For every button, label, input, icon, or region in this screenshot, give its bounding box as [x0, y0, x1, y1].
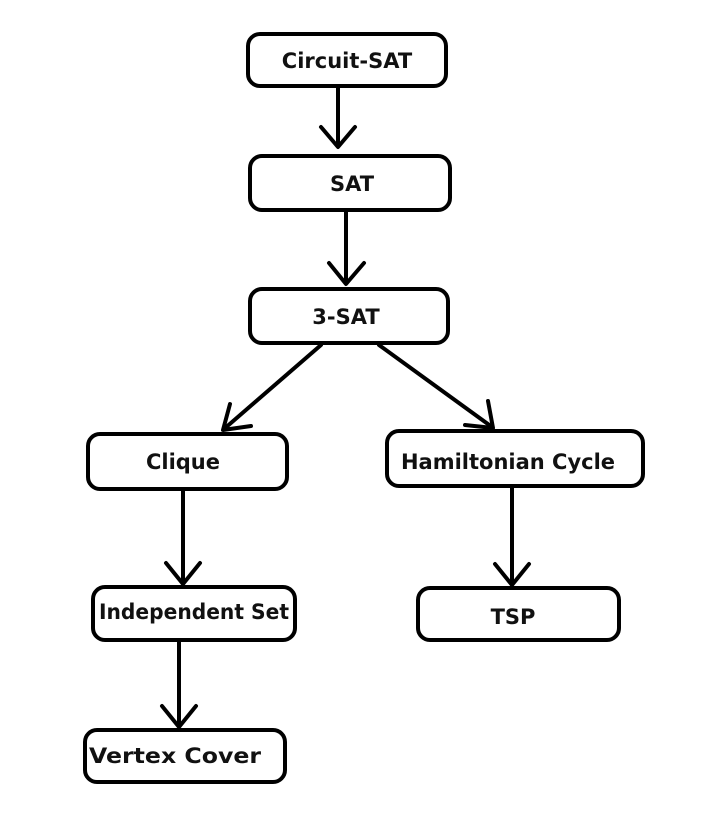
- edge-clique-to-independent-set: [164, 487, 202, 586]
- node-clique-label: Clique: [146, 450, 220, 474]
- node-clique: Clique: [86, 432, 289, 491]
- node-circuit-sat-label: Circuit-SAT: [282, 49, 413, 73]
- node-circuit-sat: Circuit-SAT: [246, 32, 448, 88]
- node-hamiltonian-cycle-label: Hamiltonian Cycle: [401, 450, 615, 474]
- node-sat: SAT: [248, 154, 452, 212]
- node-tsp: TSP: [416, 586, 621, 642]
- edge-circuit-sat-to-sat: [319, 84, 357, 149]
- node-independent-set-label: Independent Set: [99, 600, 289, 624]
- node-tsp-label: TSP: [491, 605, 536, 629]
- node-3-sat-label: 3-SAT: [312, 305, 380, 329]
- edge-sat-to-3-sat: [327, 208, 366, 286]
- node-vertex-cover: Vertex Cover: [83, 728, 287, 784]
- node-3-sat: 3-SAT: [248, 287, 450, 345]
- edges: [160, 84, 531, 729]
- edge-3-sat-to-clique: [221, 343, 323, 432]
- node-independent-set: Independent Set: [91, 585, 297, 642]
- node-sat-label: SAT: [330, 172, 375, 196]
- node-hamiltonian-cycle: Hamiltonian Cycle: [385, 429, 645, 488]
- edge-independent-set-to-vertex-cover: [160, 638, 198, 729]
- edge-hamiltonian-cycle-to-tsp: [493, 484, 531, 587]
- node-vertex-cover-label: Vertex Cover: [89, 744, 262, 768]
- edge-3-sat-to-hamiltonian-cycle: [377, 343, 495, 430]
- nodes: Circuit-SAT SAT 3-SAT Clique Hamiltonian…: [83, 32, 645, 784]
